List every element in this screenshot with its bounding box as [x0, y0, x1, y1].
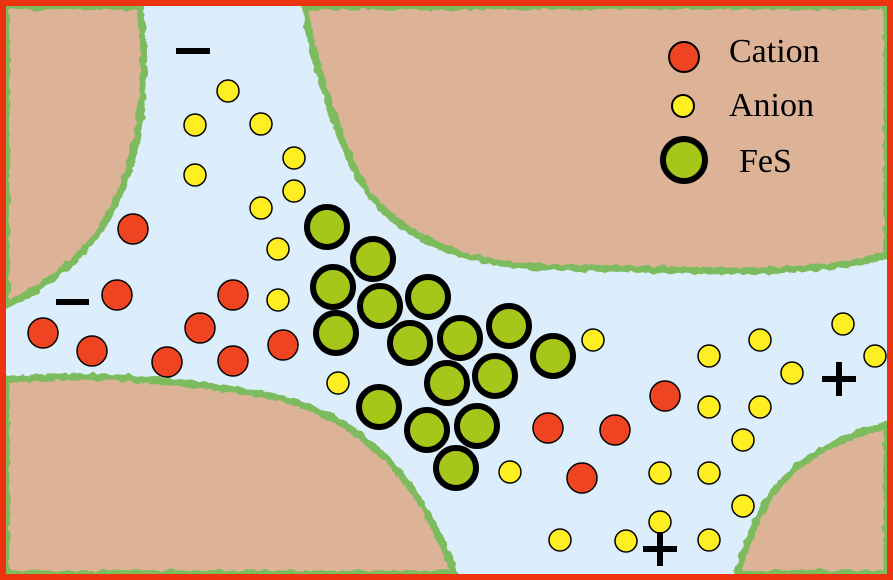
fes-particle-5 — [405, 274, 451, 320]
grain-bottom-left — [2, 373, 461, 578]
cation-4 — [27, 317, 59, 349]
fes-particle-4 — [357, 283, 403, 329]
cation-3 — [217, 279, 249, 311]
fes-particle-13 — [356, 384, 402, 430]
anion-27 — [697, 528, 721, 552]
anion-15 — [697, 344, 721, 368]
fes-particle-3 — [310, 264, 356, 310]
anion-legend-icon — [671, 94, 695, 118]
cation-1 — [117, 213, 149, 245]
fes-particle-9 — [486, 303, 532, 349]
legend: Cation Anion FeS — [660, 33, 820, 184]
grain-bottom-right — [733, 420, 891, 578]
anions — [183, 79, 887, 553]
negative-charge-sign-top-left — [176, 48, 210, 54]
fes-particle-2 — [350, 236, 396, 282]
anion-19 — [748, 395, 772, 419]
anion-25 — [548, 528, 572, 552]
anion-2 — [183, 113, 207, 137]
fes-particle-14 — [404, 407, 450, 453]
anion-10 — [326, 371, 350, 395]
cations — [27, 213, 681, 494]
fes-particle-15 — [454, 403, 500, 449]
anion-22 — [697, 461, 721, 485]
grain-top-right — [301, 2, 891, 275]
cation-legend-label: Cation — [729, 33, 820, 70]
anion-17 — [780, 361, 804, 385]
cation-12 — [599, 414, 631, 446]
anion-6 — [282, 179, 306, 203]
cation-9 — [267, 329, 299, 361]
anion-14 — [748, 328, 772, 352]
fes-particle-8 — [437, 315, 483, 361]
anion-4 — [282, 146, 306, 170]
fes-particle-1 — [304, 204, 350, 250]
cation-8 — [217, 345, 249, 377]
fes-particle-6 — [313, 310, 359, 356]
positive-charge-sign-bottom-right — [643, 532, 677, 566]
fes-particles — [304, 204, 576, 491]
cation-2 — [101, 279, 133, 311]
cation-11 — [532, 412, 564, 444]
charge-signs — [56, 48, 856, 566]
grain-top-left — [2, 2, 148, 311]
anion-24 — [648, 510, 672, 534]
anion-12 — [581, 328, 605, 352]
anion-13 — [831, 312, 855, 336]
negative-charge-sign-left — [56, 299, 89, 305]
anion-8 — [266, 237, 290, 261]
fes-particle-7 — [387, 320, 433, 366]
cation-13 — [566, 462, 598, 494]
anion-5 — [183, 163, 207, 187]
anion-23 — [731, 494, 755, 518]
anion-7 — [249, 196, 273, 220]
fes-particle-16 — [433, 445, 479, 491]
anion-21 — [648, 461, 672, 485]
anion-1 — [216, 79, 240, 103]
anion-11 — [498, 460, 522, 484]
positive-charge-sign-right — [822, 362, 856, 396]
anion-20 — [731, 428, 755, 452]
anion-18 — [697, 395, 721, 419]
anion-9 — [266, 288, 290, 312]
anion-26 — [614, 529, 638, 553]
cation-5 — [184, 312, 216, 344]
fes-particle-12 — [472, 353, 518, 399]
cation-7 — [151, 346, 183, 378]
anion-3 — [249, 112, 273, 136]
anion-16 — [863, 344, 887, 368]
anion-legend-label: Anion — [729, 87, 814, 124]
cation-10 — [649, 380, 681, 412]
fes-particle-11 — [424, 360, 470, 406]
fes-legend-icon — [660, 136, 708, 184]
cation-6 — [76, 335, 108, 367]
cation-legend-icon — [668, 41, 700, 73]
fes-legend-label: FeS — [739, 143, 792, 180]
fes-particle-10 — [530, 333, 576, 379]
